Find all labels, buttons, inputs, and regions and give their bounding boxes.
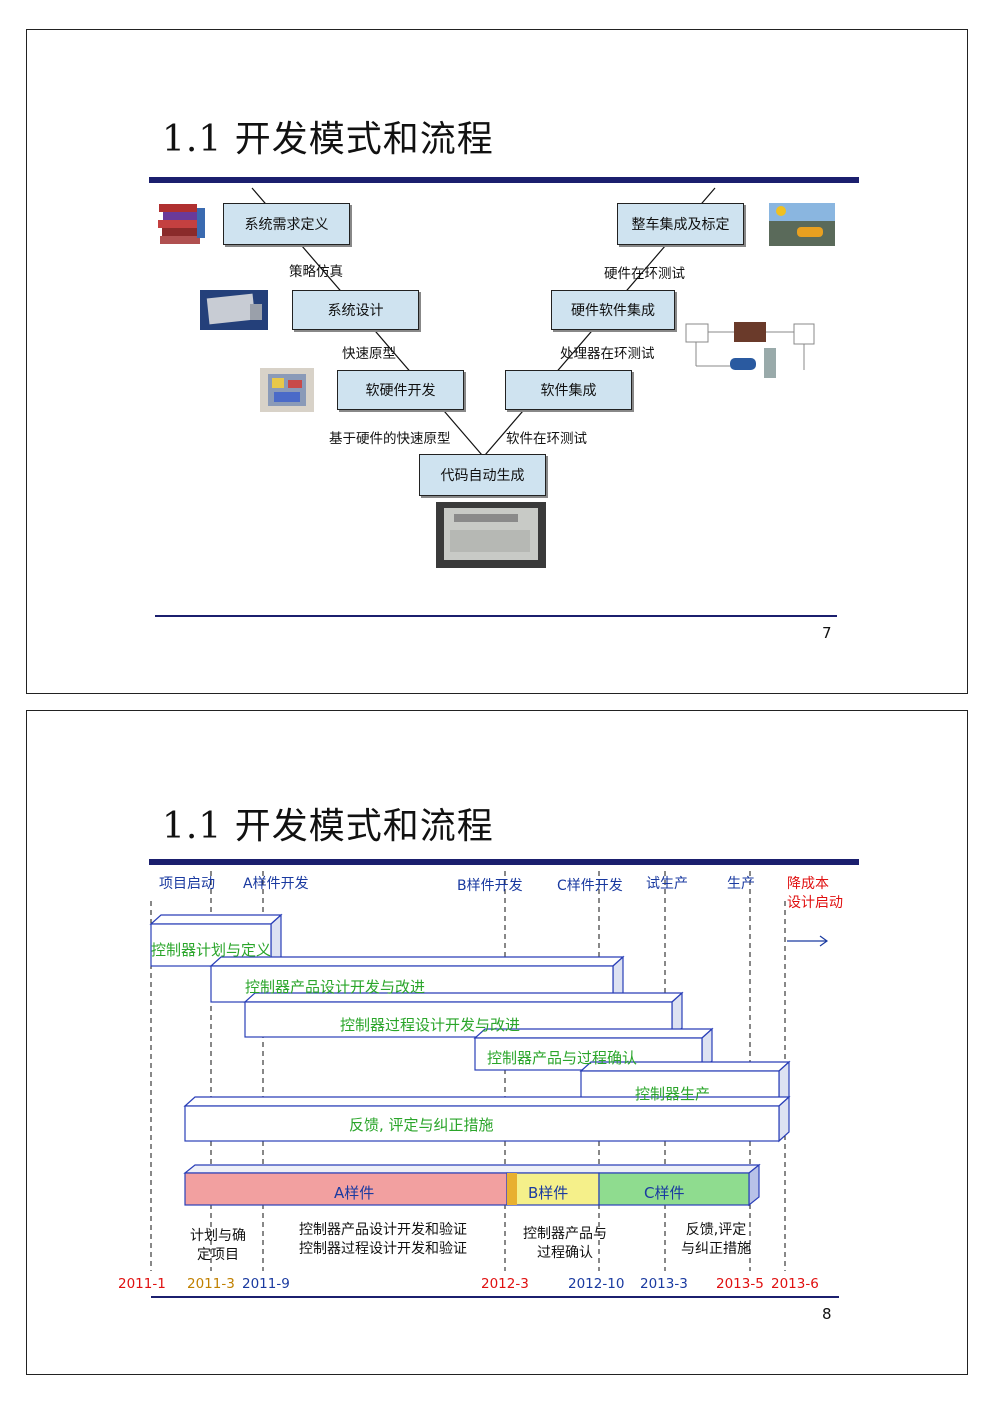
sample-c: C样件 [644, 1184, 685, 1202]
box-system-design: 系统设计 [292, 290, 419, 330]
phase-production: 生产 [727, 876, 755, 892]
date-2013-6: 2013-6 [771, 1276, 819, 1292]
bar-production: 控制器生产 [635, 1085, 711, 1103]
note-dev-line1: 控制器产品设计开发和验证 [299, 1222, 467, 1238]
phase-project-start: 项目启动 [159, 876, 215, 892]
ecu-product-image [436, 502, 546, 568]
phase-cost-down-2: 设计启动 [787, 895, 843, 911]
title-rule [149, 859, 859, 865]
date-2013-3: 2013-3 [640, 1276, 688, 1292]
label-sil: 软件在环测试 [506, 431, 587, 447]
books-image [157, 200, 207, 246]
slide-title: 1.1 开发模式和流程 [162, 806, 494, 847]
ecu-module-image [200, 290, 268, 330]
bar-product-process-confirm: 控制器产品与过程确认 [487, 1049, 638, 1067]
date-2013-5: 2013-5 [716, 1276, 764, 1292]
road-car-image [769, 203, 835, 246]
box-system-requirements: 系统需求定义 [223, 203, 350, 245]
hil-setup-diagram [684, 320, 818, 390]
date-2012-10: 2012-10 [568, 1276, 625, 1292]
note-plan-line2: 定项目 [197, 1247, 239, 1263]
note-feedback-line1: 反馈,评定 [685, 1222, 747, 1238]
gantt-graphics [149, 871, 839, 1298]
date-2012-3: 2012-3 [481, 1276, 529, 1292]
box-software-integration: 软件集成 [505, 370, 632, 410]
phase-cost-down-1: 降成本 [787, 876, 829, 892]
phase-a-sample-dev: A样件开发 [243, 876, 309, 892]
note-feedback-line2: 与纠正措施 [681, 1241, 751, 1257]
bar-product-design: 控制器产品设计开发与改进 [245, 978, 426, 996]
page-number: 7 [822, 624, 832, 642]
v-model-lines [251, 187, 716, 463]
box-sw-hw-development: 软硬件开发 [337, 370, 464, 410]
box-hw-sw-integration: 硬件软件集成 [551, 290, 675, 330]
note-confirm-line1: 控制器产品与 [523, 1226, 607, 1242]
bar-plan-definition: 控制器计划与定义 [151, 941, 272, 959]
note-plan: 计划与确 定项目 [183, 1227, 253, 1265]
slide-2: 1.1 开发模式和流程 [26, 710, 968, 1375]
date-2011-3: 2011-3 [187, 1276, 235, 1292]
label-rapid-prototype: 快速原型 [342, 346, 396, 362]
circuit-board-image [260, 368, 314, 412]
note-feedback: 反馈,评定 与纠正措施 [671, 1221, 761, 1259]
label-hil: 硬件在环测试 [604, 266, 685, 282]
sample-b: B样件 [528, 1184, 569, 1202]
slide-1: 1.1 开发模式和流程 [26, 29, 968, 694]
bar-feedback: 反馈, 评定与纠正措施 [349, 1116, 494, 1134]
sample-a: A样件 [334, 1184, 375, 1202]
page-number: 8 [822, 1305, 832, 1323]
note-dev-line2: 控制器过程设计开发和验证 [299, 1241, 467, 1257]
label-pil: 处理器在环测试 [560, 346, 655, 362]
date-2011-1: 2011-1 [118, 1276, 166, 1292]
title-rule [149, 177, 859, 183]
label-strategy-simulation: 策略仿真 [289, 264, 343, 280]
note-development: 控制器产品设计开发和验证 控制器过程设计开发和验证 [283, 1221, 483, 1259]
phase-trial-production: 试生产 [646, 876, 688, 892]
label-hw-rapid-prototype: 基于硬件的快速原型 [329, 431, 451, 447]
note-plan-line1: 计划与确 [190, 1228, 246, 1244]
phase-b-sample-dev: B样件开发 [457, 878, 523, 894]
box-vehicle-integration: 整车集成及标定 [617, 203, 744, 245]
note-confirm: 控制器产品与 过程确认 [515, 1225, 615, 1263]
bar-process-design: 控制器过程设计开发与改进 [340, 1016, 521, 1034]
phase-c-sample-dev: C样件开发 [557, 878, 623, 894]
note-confirm-line2: 过程确认 [537, 1245, 593, 1261]
slide-title: 1.1 开发模式和流程 [162, 119, 494, 160]
footer-rule [155, 615, 837, 617]
date-2011-9: 2011-9 [242, 1276, 290, 1292]
box-auto-code-generation: 代码自动生成 [419, 454, 546, 496]
